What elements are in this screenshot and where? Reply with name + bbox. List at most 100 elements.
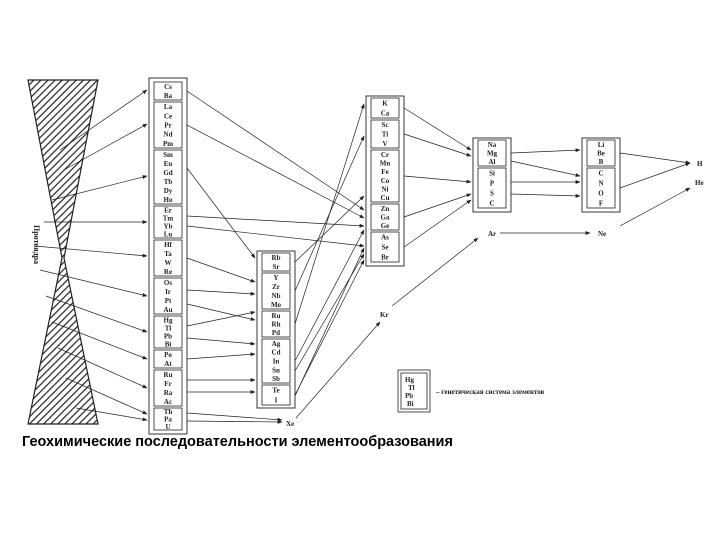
element-g7-hg: Hg [164, 317, 173, 325]
element-groups-layer: CsBaLaCePrNdPmSmEuGdTbDyHoErTmYbLuHfTaWR… [148, 77, 621, 435]
group-box-g6 [153, 277, 183, 315]
group-box-h3 [261, 310, 291, 338]
arrow-cs-to-zn [186, 90, 365, 211]
group-box-k3 [370, 149, 400, 203]
element-h4-ag: Ag [272, 340, 281, 348]
element-g9-ra: Ra [164, 389, 173, 397]
element-g2-la: La [164, 103, 173, 111]
arrow-la-to-zn [186, 124, 365, 219]
element-k3-cr: Cr [381, 151, 389, 159]
element-k1-k: K [382, 100, 388, 108]
legend-inner-box [400, 372, 428, 410]
element-k5-as: As [381, 234, 389, 242]
element-g3-tb: Tb [164, 178, 173, 186]
arrow-ag-to-zn [294, 229, 365, 362]
group-box-m2 [477, 167, 507, 209]
element-m2-p: P [490, 180, 495, 188]
element-g7-bi: Bi [165, 341, 172, 349]
element-h2-nb: Nb [272, 292, 281, 300]
group-box-g7 [153, 315, 183, 349]
element-h4-sn: Sn [272, 366, 280, 374]
gas-ar: Ar [488, 230, 496, 238]
group-box-k5 [370, 231, 400, 263]
hourglass-arrow-10 [65, 377, 148, 415]
element-g9-ru: Ru [164, 371, 173, 379]
group-box-m1 [477, 139, 507, 167]
caption: Геохимические последовательности элемент… [22, 434, 453, 450]
element-g2-pm: Pm [163, 140, 173, 148]
hourglass-arrow-11 [75, 407, 148, 422]
element-g8-po: Po [164, 351, 172, 359]
element-k3-ni: Ni [382, 186, 389, 194]
hourglass-arrow-2 [63, 123, 148, 171]
group-box-k4 [370, 203, 400, 231]
element-g4-tm: Tm [163, 215, 174, 223]
element-h4-sb: Sb [272, 375, 280, 383]
legend-element-3: Pb [405, 392, 413, 400]
element-k2-v: V [382, 140, 387, 148]
arrow-sc-to-mg [403, 133, 472, 157]
element-k5-se: Se [382, 244, 389, 252]
element-g6-au: Au [164, 306, 173, 314]
col4-frame [472, 137, 512, 213]
arrow-hg-to-ru [186, 310, 256, 327]
arrow-th-to-xe [186, 412, 283, 422]
group-box-h2 [261, 272, 291, 310]
legend-element-1: Hg [405, 376, 414, 384]
arrows-layer [34, 89, 691, 424]
arrow-te-to-as [294, 247, 365, 397]
group-box-g5 [153, 239, 183, 277]
arrow-xe-to-kr [295, 321, 381, 419]
element-n2-c: C [598, 170, 603, 178]
hourglass-arrow-5 [34, 245, 148, 258]
element-k4-ge: Ge [381, 222, 390, 230]
arrow-na-to-li [510, 148, 581, 154]
element-m1-mg: Mg [487, 150, 498, 158]
arrow-po-to-cd [186, 352, 256, 360]
element-h5-te: Te [272, 387, 279, 395]
element-g10-pa: Pa [164, 416, 172, 424]
arrow-rb-to-cr [294, 195, 365, 263]
element-k3-cu: Cu [381, 194, 390, 202]
element-g4-yb: Yb [164, 223, 173, 231]
element-g10-th: Th [164, 408, 173, 416]
element-h2-y: Y [273, 274, 278, 282]
group-box-k2 [370, 119, 400, 149]
element-k2-ti: Ti [382, 131, 389, 139]
arrow-li-to-h [619, 152, 691, 165]
element-g9-ac: Ac [164, 398, 172, 406]
group-box-g3 [153, 149, 183, 205]
element-g8-at: At [164, 360, 172, 368]
element-k3-mn: Mn [380, 160, 391, 168]
element-h4-cd: Cd [272, 349, 281, 357]
arrow-c-to-h [619, 162, 691, 189]
element-n2-o: O [598, 190, 604, 198]
legend-element-2: Tl [408, 384, 415, 392]
element-m1-na: Na [488, 141, 497, 149]
arrow-ne-to-he [619, 187, 691, 227]
col2-frame [256, 250, 296, 409]
element-g6-os: Os [164, 279, 172, 287]
arrow-hg-to-ag [186, 337, 256, 346]
group-box-g1 [153, 81, 183, 101]
element-h1-rb: Rb [272, 254, 281, 262]
element-h4-in: In [273, 358, 280, 366]
element-g3-gd: Gd [163, 169, 172, 177]
legend: Hg Tl Pb Bi – генетическая система элеме… [397, 369, 545, 413]
group-box-g2 [153, 101, 183, 149]
element-g10-u: U [165, 423, 170, 431]
element-h3-rh: Rh [272, 321, 281, 329]
element-g2-pr: Pr [164, 122, 171, 130]
element-g6-ir: Ir [165, 288, 171, 296]
hourglass-arrow-9 [57, 347, 148, 389]
arrow-cr-to-si [403, 175, 472, 184]
element-g7-tl: Tl [165, 325, 172, 333]
element-g1-ba: Ba [164, 92, 173, 100]
element-g3-sm: Sm [163, 151, 173, 159]
arrow-kr-to-ar [391, 237, 479, 307]
group-box-h4 [261, 338, 291, 384]
element-g2-ce: Ce [164, 112, 172, 120]
element-g2-nd: Nd [164, 131, 173, 139]
arrow-k-to-na [403, 107, 472, 151]
